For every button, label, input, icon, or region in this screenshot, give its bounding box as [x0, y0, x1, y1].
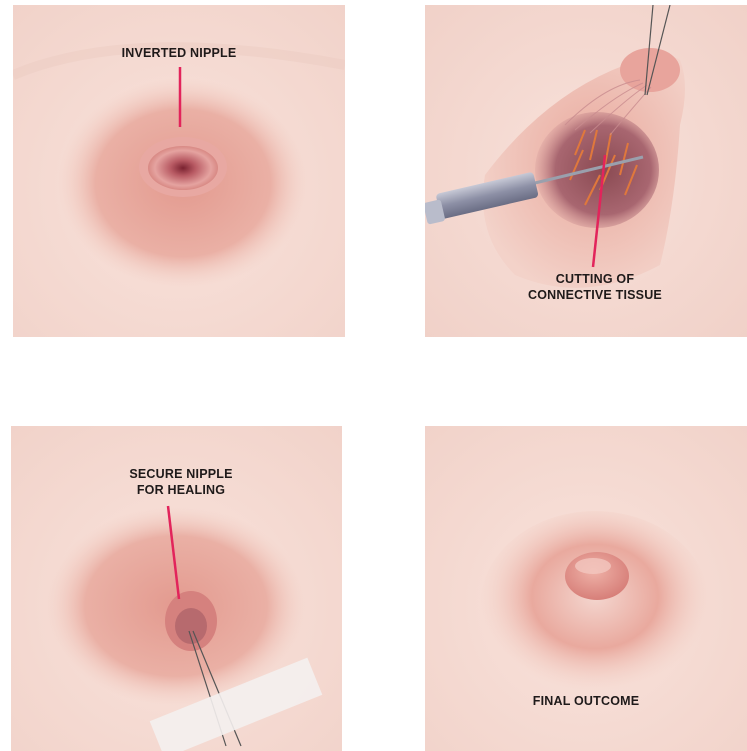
panel-inverted-nipple: INVERTED NIPPLE	[13, 5, 345, 337]
panel-secure-nipple: SECURE NIPPLE FOR HEALING	[11, 426, 342, 751]
label-cutting-line1: CUTTING OF	[485, 271, 705, 287]
panel-cutting-tissue: CUTTING OF CONNECTIVE TISSUE	[425, 5, 747, 337]
areola	[480, 511, 710, 701]
label-cutting-line2: CONNECTIVE TISSUE	[485, 287, 705, 303]
label-secure-line1: SECURE NIPPLE	[66, 466, 296, 482]
label-final-outcome: FINAL OUTCOME	[425, 693, 747, 709]
panel-final-outcome: FINAL OUTCOME	[425, 426, 747, 751]
label-secure-line2: FOR HEALING	[66, 482, 296, 498]
label-inverted-nipple: INVERTED NIPPLE	[13, 45, 345, 61]
connective-tissue	[535, 112, 659, 228]
